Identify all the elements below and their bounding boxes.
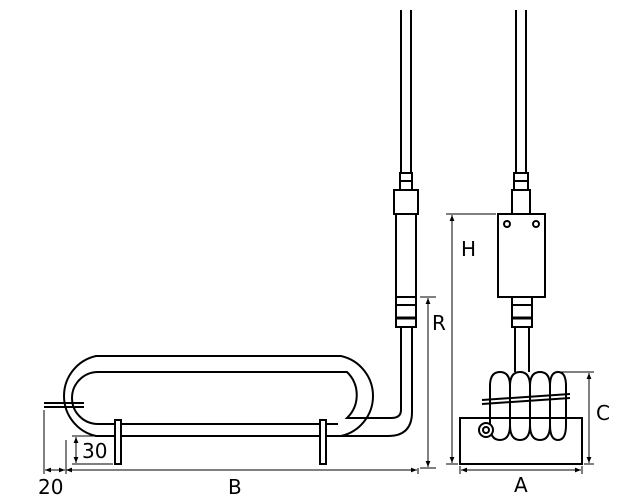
side-view-heater <box>44 10 419 465</box>
mounting-base <box>459 417 583 465</box>
riser-tubes <box>400 327 413 412</box>
dimension-label-r: R <box>432 311 446 335</box>
dimension-label-a: A <box>514 473 528 497</box>
heating-loop <box>44 355 413 437</box>
lead-cable <box>399 10 413 191</box>
dimension-label-h: H <box>461 237 476 261</box>
dimension-label-20: 20 <box>38 475 63 498</box>
heater-coil <box>481 370 571 442</box>
front-terminal-neck <box>511 296 533 372</box>
front-lead-cable <box>511 10 531 215</box>
terminal-box <box>497 213 546 298</box>
front-view-heater <box>459 10 583 465</box>
dimension-label-30: 30 <box>82 439 107 463</box>
dimension-label-b: B <box>228 475 242 498</box>
terminal-sleeve <box>393 189 419 328</box>
dimension-label-c: C <box>596 401 610 425</box>
support-brackets <box>114 419 327 465</box>
dimension-lines <box>43 213 594 474</box>
